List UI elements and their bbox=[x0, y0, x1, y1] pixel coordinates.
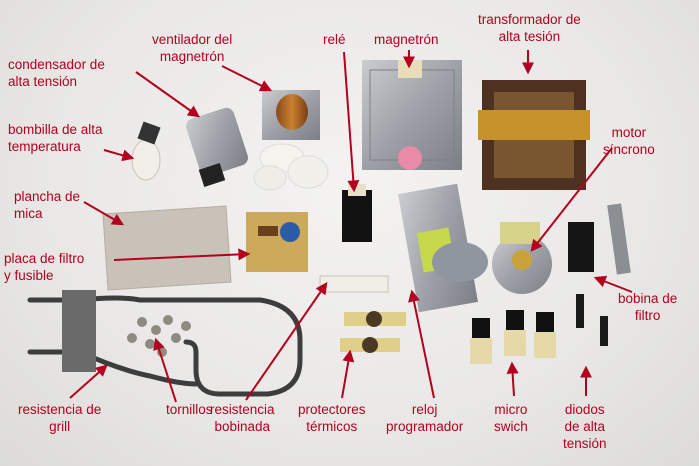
arrow-motor bbox=[530, 147, 613, 252]
arrow-resistencia-grill bbox=[69, 364, 108, 399]
label-ventilador: ventilador del magnetrón bbox=[152, 32, 233, 64]
arrow-bombilla bbox=[103, 149, 135, 162]
bulb-part bbox=[131, 121, 161, 181]
label-tornillos: tornillos bbox=[166, 402, 213, 417]
arrow-placa bbox=[113, 248, 251, 261]
arrow-ventilador bbox=[221, 65, 273, 92]
label-reloj: reloj programador bbox=[386, 402, 464, 434]
coil-part bbox=[568, 203, 631, 275]
label-resistencia-bobinada: resistencia bobinada bbox=[210, 402, 275, 434]
filter-board-part bbox=[246, 212, 308, 272]
capacitor-part bbox=[186, 107, 248, 187]
wirewound-resistor-part bbox=[319, 275, 389, 293]
label-magnetron: magnetrón bbox=[374, 32, 439, 47]
label-condensador: condensador de alta tensión bbox=[8, 57, 105, 89]
motor-part bbox=[492, 222, 552, 294]
label-bobina: bobina de filtro bbox=[618, 291, 678, 323]
label-diodos: diodos de alta tensión bbox=[563, 402, 607, 451]
label-micro: micro swich bbox=[494, 402, 528, 434]
arrow-protectores bbox=[341, 349, 355, 399]
fan-part bbox=[253, 90, 329, 191]
arrow-reloj bbox=[408, 289, 435, 399]
label-motor: motor síncrono bbox=[603, 125, 655, 157]
transformer-part bbox=[478, 80, 590, 190]
label-transformador: transformador de alta tesión bbox=[478, 12, 581, 44]
diodes-part bbox=[576, 294, 608, 346]
arrow-micro bbox=[506, 361, 519, 397]
label-plancha: plancha de mica bbox=[14, 189, 81, 221]
arrow-tornillos bbox=[153, 337, 177, 403]
arrow-plancha bbox=[83, 201, 125, 226]
label-bombilla: bombilla de alta temperatura bbox=[8, 122, 103, 154]
magnetron-part bbox=[362, 60, 462, 170]
arrow-bobina bbox=[593, 275, 633, 293]
relay-part bbox=[342, 184, 372, 242]
arrow-rele bbox=[343, 51, 360, 193]
label-placa: placa de filtro y fusible bbox=[4, 251, 85, 283]
label-protectores: protectores térmicos bbox=[298, 402, 366, 434]
label-rele: relé bbox=[323, 32, 346, 47]
label-resistencia-grill: resistencia de grill bbox=[18, 402, 102, 434]
grill-heater-part bbox=[27, 290, 303, 397]
mica-part bbox=[102, 205, 232, 291]
arrow-condensador bbox=[135, 71, 200, 118]
micro-switches-part bbox=[470, 310, 556, 364]
timer-part bbox=[398, 183, 488, 313]
thermal-protectors-part bbox=[340, 311, 406, 353]
arrow-resistencia-bobinada bbox=[245, 282, 328, 401]
